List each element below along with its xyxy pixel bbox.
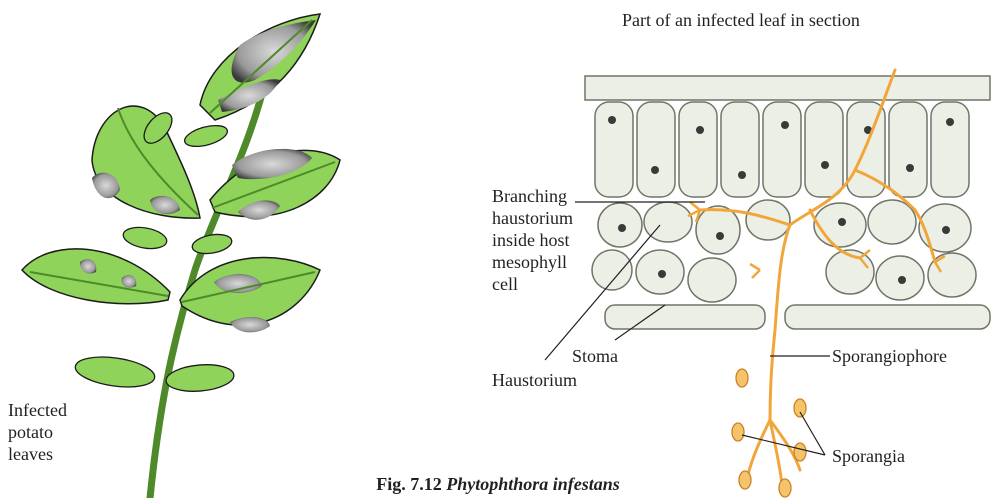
section-title: Part of an infected leaf in section (622, 10, 860, 31)
leaf-lower-right (180, 258, 320, 333)
label-stoma: Stoma (572, 346, 618, 366)
label-haustorium: Haustorium (492, 370, 577, 390)
caption-species: Phytophthora infestans (446, 474, 620, 494)
leaf-lower-left (22, 249, 170, 304)
leaf-upper-right (210, 149, 340, 220)
label-sporangiophore: Sporangiophore (832, 346, 947, 366)
label-branching-2: haustorium (492, 208, 573, 228)
label-sporangia: Sporangia (832, 446, 905, 466)
caption-prefix: Fig. 7.12 (376, 474, 442, 494)
leaflet-small-6 (165, 362, 235, 394)
label-infected-1: Infected (8, 400, 67, 420)
label-branching-3: inside host (492, 230, 570, 250)
potato-plant-illustration (22, 14, 340, 498)
leaflet-small-5 (73, 353, 156, 392)
label-infected-2: potato (8, 422, 53, 442)
leaflet-small-2 (182, 122, 229, 151)
leaflet-small-3 (122, 224, 169, 251)
label-branching-1: Branching (492, 186, 567, 206)
figure-caption: Fig. 7.12 Phytophthora infestans (0, 474, 996, 495)
label-branching-4: mesophyll (492, 252, 567, 272)
leaf-section-illustration (545, 70, 990, 497)
label-branching-5: cell (492, 274, 518, 294)
palisade-cells (595, 102, 969, 197)
lower-epidermis (605, 305, 990, 329)
upper-epidermis (585, 76, 990, 100)
label-infected-3: leaves (8, 444, 53, 464)
leaf-upper-left (92, 106, 200, 218)
leaflet-small-4 (191, 232, 234, 257)
